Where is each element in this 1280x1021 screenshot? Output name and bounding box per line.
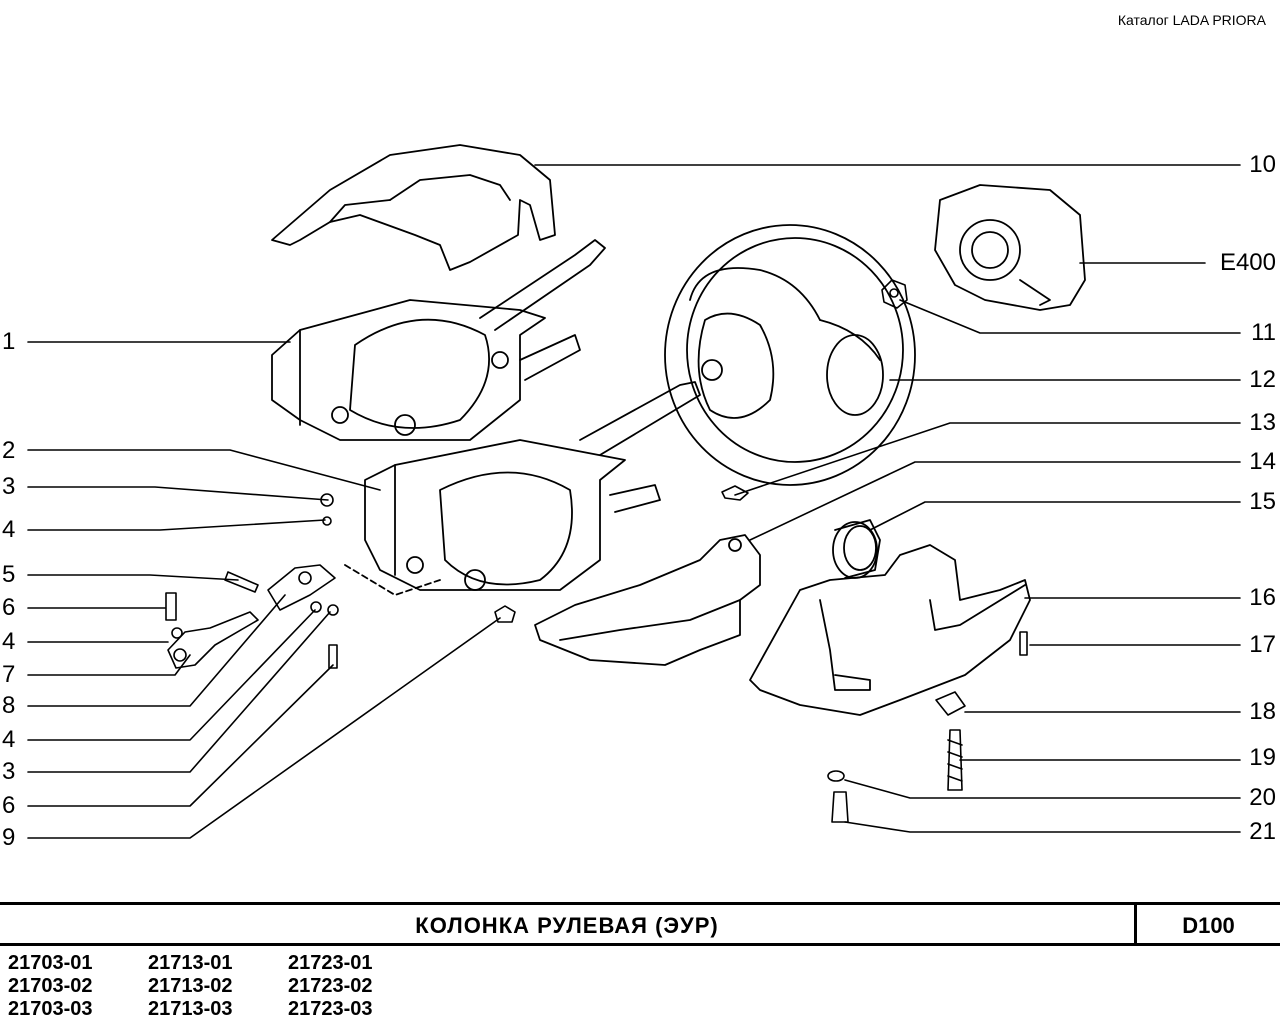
callout-left-10: 4 (2, 726, 16, 753)
lower-cover-part (749, 544, 1031, 716)
model-code: 21703-01 (8, 952, 93, 974)
callout-left-11: 3 (2, 758, 16, 785)
model-code: 21723-02 (288, 975, 373, 997)
model-code: 21703-03 (8, 998, 93, 1020)
callout-left-2: 2 (2, 437, 16, 464)
callout-left-9: 8 (2, 692, 16, 719)
fasteners (165, 493, 1028, 823)
callout-left-8: 7 (2, 661, 16, 688)
callout-right-1: 10 (1249, 151, 1276, 178)
callout-right-11: 19 (1249, 744, 1276, 771)
callout-right-2: E400 (1219, 249, 1276, 276)
callout-left-5: 5 (2, 561, 16, 588)
leader-lines-right (534, 164, 1241, 833)
callout-right-13: 21 (1249, 818, 1276, 845)
model-list: 21703-01 21713-01 21723-01 21703-02 2171… (8, 952, 428, 1021)
callout-right-12: 20 (1249, 784, 1276, 811)
callout-left-12: 6 (2, 792, 16, 819)
callout-left-7: 4 (2, 628, 16, 655)
callout-left-1: 1 (2, 328, 16, 355)
callout-left-13: 9 (2, 824, 16, 851)
nut-part (881, 279, 908, 309)
callout-right-3: 11 (1251, 319, 1276, 346)
upper-steering-column (271, 239, 606, 441)
callout-right-6: 14 (1249, 448, 1276, 475)
small-clips (494, 485, 749, 623)
lower-steering-column (344, 381, 701, 596)
airbag-module-part (934, 184, 1086, 311)
model-code: 21723-01 (288, 952, 373, 974)
model-code: 21713-02 (148, 975, 233, 997)
upper-shroud-part (271, 144, 556, 271)
diagram-code: D100 (1182, 913, 1235, 938)
parts-diagram (27, 144, 1241, 839)
callout-right-10: 18 (1249, 698, 1276, 725)
callout-left-6: 6 (2, 594, 16, 621)
callout-right-5: 13 (1249, 409, 1276, 436)
callout-right-8: 16 (1249, 584, 1276, 611)
callout-right-7: 15 (1249, 488, 1276, 515)
model-code: 21723-03 (288, 998, 373, 1020)
callout-right-4: 12 (1249, 366, 1276, 393)
model-code: 21713-03 (148, 998, 233, 1020)
lower-shroud-part (534, 534, 761, 666)
catalog-label: Каталог LADA PRIORA (1117, 12, 1266, 28)
steering-wheel-part (664, 224, 916, 486)
diagram-title: КОЛОНКА РУЛЕВАЯ (ЭУР) (415, 913, 719, 938)
callout-right-9: 17 (1249, 631, 1276, 658)
model-code: 21713-01 (148, 952, 233, 974)
callout-left-3: 3 (2, 473, 16, 500)
callout-left-4: 4 (2, 516, 16, 543)
title-divider (1134, 905, 1137, 943)
model-code: 21703-02 (8, 975, 93, 997)
leader-lines-left (27, 341, 501, 839)
title-bar: КОЛОНКА РУЛЕВАЯ (ЭУР) D100 (0, 902, 1280, 946)
